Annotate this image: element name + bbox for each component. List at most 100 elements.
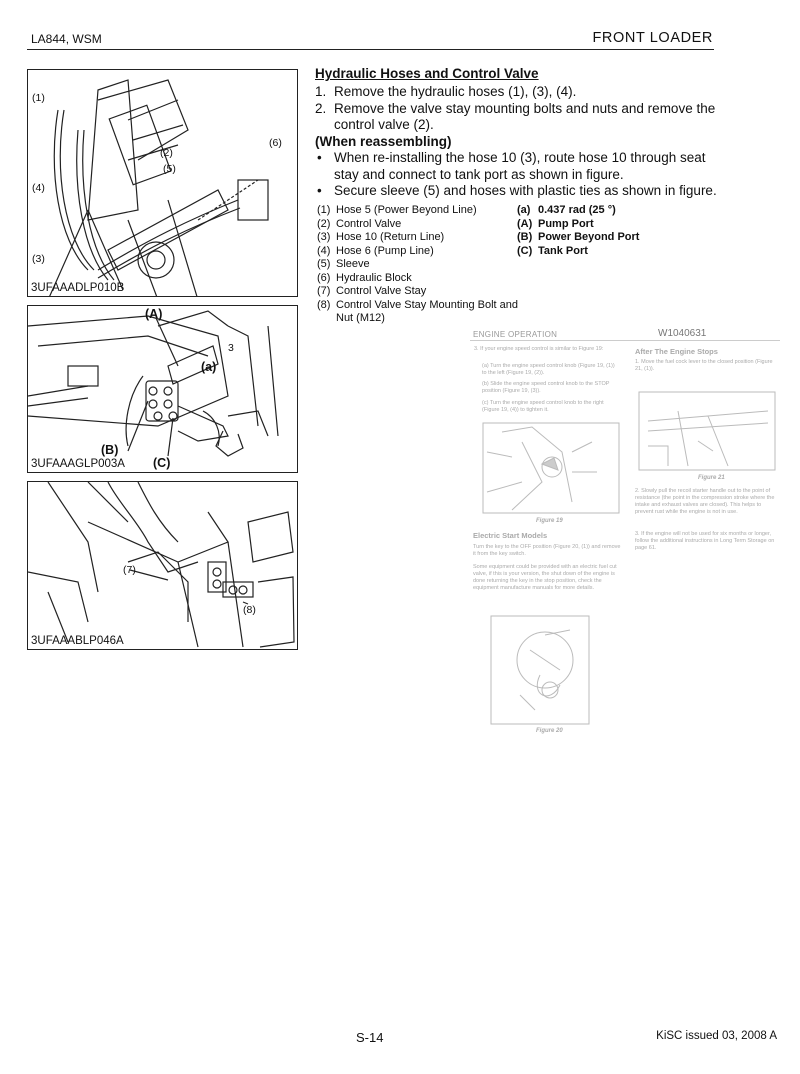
inset-step-3b: (b) Slide the engine speed control knob … (482, 381, 610, 394)
figure-valve-stay-callout-8: (8) (243, 604, 256, 616)
legend-item-text: Hose 6 (Pump Line) (336, 244, 434, 257)
figure-valve-ports-callout-a: (a) (201, 360, 217, 374)
letter-legend-item: (C) Tank Port (517, 245, 639, 259)
inset-electric-start-heading: Electric Start Models (473, 531, 548, 540)
inset-step-3a: (a) Turn the engine speed control knob (… (482, 363, 615, 376)
legend-item-num: (2) (317, 217, 331, 230)
section-title: Hydraulic Hoses and Control Valve (315, 66, 539, 81)
inset-title: ENGINE OPERATION (473, 330, 558, 339)
figure-valve-ports-code: 3UFAAAGLP003A (31, 458, 125, 470)
instruction-block: 1. Remove the hydraulic hoses (1), (3), … (315, 84, 725, 200)
inset-step-3c: (c) Turn the engine speed control knob t… (482, 400, 604, 413)
header-section: FRONT LOADER (592, 30, 713, 46)
figure-hoses-callout-4: (4) (32, 182, 45, 194)
letter-legend-item: (A) Pump Port (517, 218, 639, 232)
legend-item-text: Hose 5 (Power Beyond Line) (336, 204, 477, 216)
letter-legend-item: (B) Power Beyond Port (517, 231, 639, 245)
legend-item-text: Hose 10 (Return Line) (336, 231, 445, 243)
issue-info: KiSC issued 03, 2008 A (656, 1030, 777, 1042)
inset-figure-21-drawing (638, 391, 776, 471)
inset-rule (470, 340, 780, 341)
figure-hoses-code: 3UFAAADLP010B (31, 282, 125, 294)
letter-legend-text: Pump Port (538, 217, 594, 230)
bullet-2-text: Secure sleeve (5) and hoses with plastic… (334, 183, 717, 198)
step-2-text: Remove the valve stay mounting bolts and… (334, 100, 716, 133)
legend-item-text: Control Valve Stay Mounting Bolt and Nut… (336, 298, 519, 325)
figure-hoses-drawing (49, 79, 269, 296)
bullet-1: • When re-installing the hose 10 (3), ro… (315, 150, 725, 183)
faded-inset-engine-operation: ENGINE OPERATION W1040631 3. If your eng… (470, 328, 780, 738)
step-2: 2. Remove the valve stay mounting bolts … (315, 101, 725, 134)
header-rule (27, 49, 714, 50)
legend-item: (5) Sleeve (317, 258, 526, 272)
inset-electric-start-text-1: Turn the key to the OFF position (Figure… (473, 544, 621, 557)
legend-item-text: Control Valve Stay (336, 285, 427, 297)
figure-valve-stay: (7) (8) 3UFAAABLP046A (27, 481, 298, 650)
bullet-2-mark: • (317, 183, 322, 198)
step-1: 1. Remove the hydraulic hoses (1), (3), … (315, 84, 725, 101)
legend-item-num: (3) (317, 231, 331, 243)
legend-item-text: Control Valve (336, 217, 402, 230)
figure-valve-stay-code: 3UFAAABLP046A (31, 635, 124, 647)
inset-figure-19-drawing (482, 422, 620, 514)
inset-electric-start-text-2: Some equipment could be provided with an… (473, 564, 617, 591)
letter-legend-num: (C) (517, 244, 533, 257)
legend-item-num: (8) (317, 298, 331, 311)
letter-legend-text: 0.437 rad (25 °) (538, 204, 616, 216)
legend-item-num: (4) (317, 244, 331, 257)
parts-legend: (1) Hose 5 (Power Beyond Line) (2) Control… (317, 204, 526, 326)
figure-valve-ports-callout-B: (B) (101, 443, 119, 457)
letter-legend-text: Power Beyond Port (538, 231, 640, 243)
legend-item: (7) Control Valve Stay (317, 285, 526, 299)
figure-valve-ports-drawing (28, 310, 279, 457)
step-1-number: 1. (315, 84, 327, 99)
legend-item-num: (6) (317, 271, 331, 284)
inset-figure-20-caption: Figure 20 (536, 728, 563, 734)
legend-item-num: (5) (317, 258, 331, 270)
figure-hoses-callout-2: (2) (160, 147, 173, 159)
inset-figure-20-drawing (490, 615, 590, 725)
legend-item: (6) Hydraulic Block (317, 272, 526, 286)
inset-right-step-1: 1. Move the fuel cock lever to the close… (635, 359, 773, 372)
figure-valve-ports: (A) (a) (B) (C) 3 3UFAAAGLP003A (27, 305, 298, 473)
letter-legend-num: (a) (517, 204, 531, 216)
inset-code: W1040631 (658, 328, 707, 339)
figure-hoses: (1) (2) (5) (6) (4) (3) 3UFAAADLP010B (27, 69, 298, 297)
inset-step-3: 3. If your engine speed control is simil… (474, 346, 604, 352)
figure-valve-stay-drawing (28, 482, 295, 648)
bullet-2: • Secure sleeve (5) and hoses with plast… (315, 183, 725, 200)
figure-hoses-callout-1: (1) (32, 92, 45, 104)
legend-item-num: (7) (317, 285, 331, 297)
figure-valve-ports-callout-C: (C) (153, 456, 171, 470)
legend-item: (2) Control Valve (317, 218, 526, 232)
inset-right-step-3: 3. If the engine will not be used for si… (635, 531, 775, 551)
figure-valve-stay-callout-7: (7) (123, 564, 136, 576)
letter-legend-num: (A) (517, 217, 533, 230)
step-1-text: Remove the hydraulic hoses (1), (3), (4)… (334, 84, 577, 99)
inset-figure-19-caption: Figure 19 (536, 518, 563, 524)
header-model: LA844, WSM (31, 32, 102, 46)
bullet-1-mark: • (317, 150, 322, 165)
letter-legend-text: Tank Port (538, 244, 588, 257)
legend-item: (8) Control Valve Stay Mounting Bolt and … (317, 299, 526, 326)
inset-after-engine-stops-heading: After The Engine Stops (635, 347, 718, 356)
inset-figure-21-caption: Figure 21 (698, 475, 725, 481)
figure-hoses-callout-5: (5) (163, 163, 176, 175)
figure-valve-ports-callout-A: (A) (145, 307, 163, 321)
bullet-1-text: When re-installing the hose 10 (3), rout… (334, 150, 706, 182)
legend-item-text: Sleeve (336, 258, 370, 270)
figure-hoses-callout-6: (6) (269, 137, 282, 149)
legend-item: (4) Hose 6 (Pump Line) (317, 245, 526, 259)
figure-hoses-callout-3: (3) (32, 253, 45, 265)
reassembly-heading: (When reassembling) (315, 133, 452, 149)
step-2-number: 2. (315, 100, 327, 116)
page-number: S-14 (356, 1030, 384, 1045)
legend-item: (1) Hose 5 (Power Beyond Line) (317, 204, 526, 218)
letter-legend-num: (B) (517, 231, 533, 243)
legend-item-num: (1) (317, 204, 331, 216)
inset-right-step-2: 2. Slowly pull the recoil starter handle… (635, 488, 775, 515)
legend-item: (3) Hose 10 (Return Line) (317, 231, 526, 245)
letter-legend-item: (a) 0.437 rad (25 °) (517, 204, 639, 218)
legend-item-text: Hydraulic Block (336, 271, 412, 284)
figure-valve-ports-callout-3: 3 (228, 342, 234, 354)
